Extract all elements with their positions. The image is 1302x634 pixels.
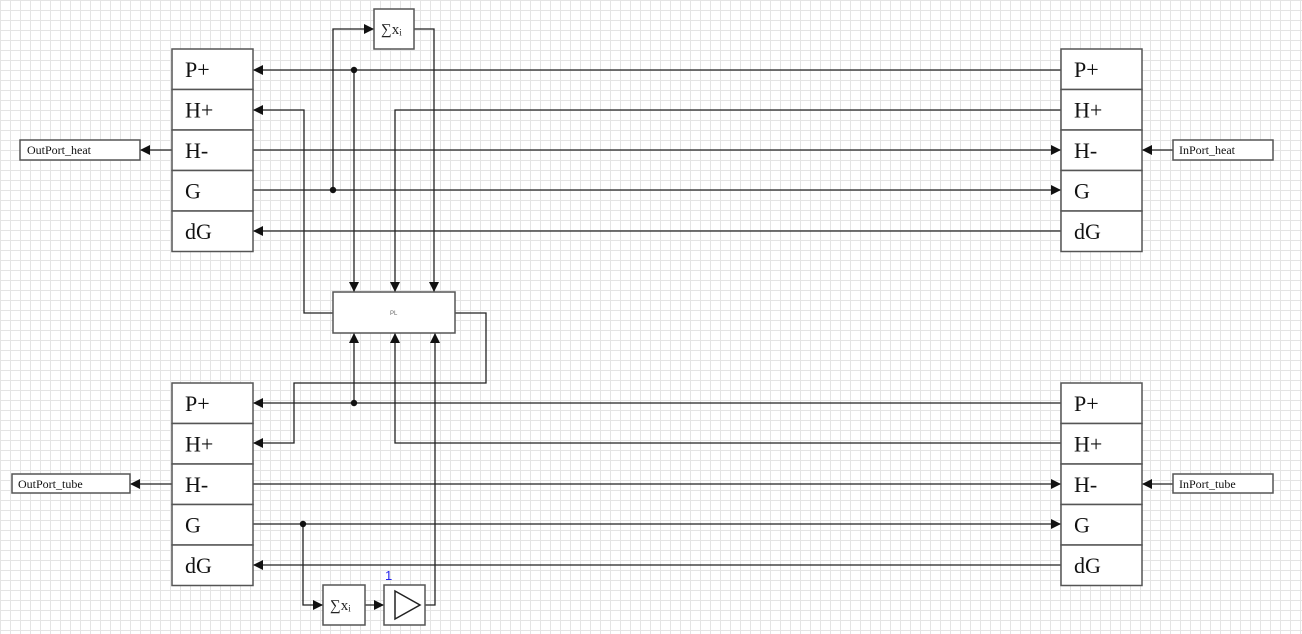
port-row: [1060, 503, 1143, 546]
outport-heat-label: OutPort_heat: [27, 143, 92, 157]
wire-g-to-sum-bottom: [302, 524, 323, 610]
port-row: [171, 88, 254, 131]
port-label: G: [1074, 513, 1090, 538]
port-label: H-: [1074, 472, 1097, 497]
port-row: [1060, 210, 1143, 253]
port-label: dG: [185, 219, 212, 244]
port-row: [171, 382, 254, 425]
port-label: H+: [185, 432, 213, 457]
port-row: [1060, 48, 1143, 91]
port-block-bottom-left[interactable]: P+ H+ H- GdG: [171, 382, 254, 587]
pl-label: PL: [390, 311, 398, 317]
sum-block-top[interactable]: ∑xᵢ: [373, 8, 415, 50]
junction-dot: [350, 66, 358, 74]
sum-block-bottom[interactable]: ∑xᵢ: [322, 584, 366, 626]
inport-heat[interactable]: InPort_heat: [1172, 139, 1274, 161]
port-label: G: [185, 179, 201, 204]
port-block-top-left[interactable]: P+ H+ H- GdG: [171, 48, 254, 253]
port-row: [171, 544, 254, 587]
sum-top-label: ∑xᵢ: [381, 22, 402, 38]
wire-bot-hplus-to-pl: [390, 333, 1061, 444]
gain-triangle-icon: [394, 589, 422, 621]
port-row: [1060, 88, 1143, 131]
port-row: [1060, 129, 1143, 172]
port-label: P+: [1074, 391, 1099, 416]
gain-block[interactable]: 1: [383, 568, 426, 626]
port-label: dG: [1074, 219, 1101, 244]
port-label: G: [185, 513, 201, 538]
port-row: [1060, 382, 1143, 425]
port-label: H-: [1074, 138, 1097, 163]
wire-sum-to-pl: [414, 28, 439, 292]
port-label: H+: [1074, 98, 1102, 123]
port-label: H+: [185, 98, 213, 123]
port-label: dG: [185, 553, 212, 578]
inport-tube-label: InPort_tube: [1179, 477, 1236, 491]
port-block-bottom-right[interactable]: P+ H+ H- GdG: [1060, 382, 1143, 587]
gain-value: 1: [385, 568, 392, 583]
outport-tube[interactable]: OutPort_tube: [11, 473, 131, 494]
port-label: P+: [1074, 57, 1099, 82]
port-row: [1060, 169, 1143, 212]
port-label: P+: [185, 391, 210, 416]
port-label: P+: [185, 57, 210, 82]
inport-tube[interactable]: InPort_tube: [1172, 473, 1274, 494]
port-row: [171, 463, 254, 506]
port-row: [171, 48, 254, 91]
port-label: H-: [185, 138, 208, 163]
junction-dot: [299, 520, 307, 528]
pl-block[interactable]: PL: [332, 291, 456, 334]
wire-top-hplus-to-pl: [390, 109, 1061, 292]
port-label: dG: [1074, 553, 1101, 578]
junction-dot: [329, 186, 337, 194]
port-row: [171, 129, 254, 172]
port-row: [1060, 544, 1143, 587]
wires-top: [140, 24, 1173, 314]
port-row: [171, 503, 254, 546]
port-row: [171, 210, 254, 253]
wire-pl-to-top-hplus: [253, 105, 333, 314]
port-label: G: [1074, 179, 1090, 204]
port-row: [171, 169, 254, 212]
port-label: H+: [1074, 432, 1102, 457]
port-row: [1060, 422, 1143, 465]
port-row: [1060, 463, 1143, 506]
wire-g-to-sum: [332, 24, 374, 190]
wire-gain-to-pl: [425, 333, 440, 606]
sum-bottom-label: ∑xᵢ: [330, 598, 351, 614]
port-block-top-right[interactable]: P+ H+ H- GdG: [1060, 48, 1143, 253]
port-row: [171, 422, 254, 465]
outport-heat[interactable]: OutPort_heat: [19, 139, 141, 161]
junction-dot: [350, 399, 358, 407]
outport-tube-label: OutPort_tube: [18, 477, 83, 491]
port-label: H-: [185, 472, 208, 497]
wires-bottom: [130, 312, 1173, 610]
inport-heat-label: InPort_heat: [1179, 143, 1236, 157]
wire-pl-to-bot-hplus: [253, 312, 487, 448]
